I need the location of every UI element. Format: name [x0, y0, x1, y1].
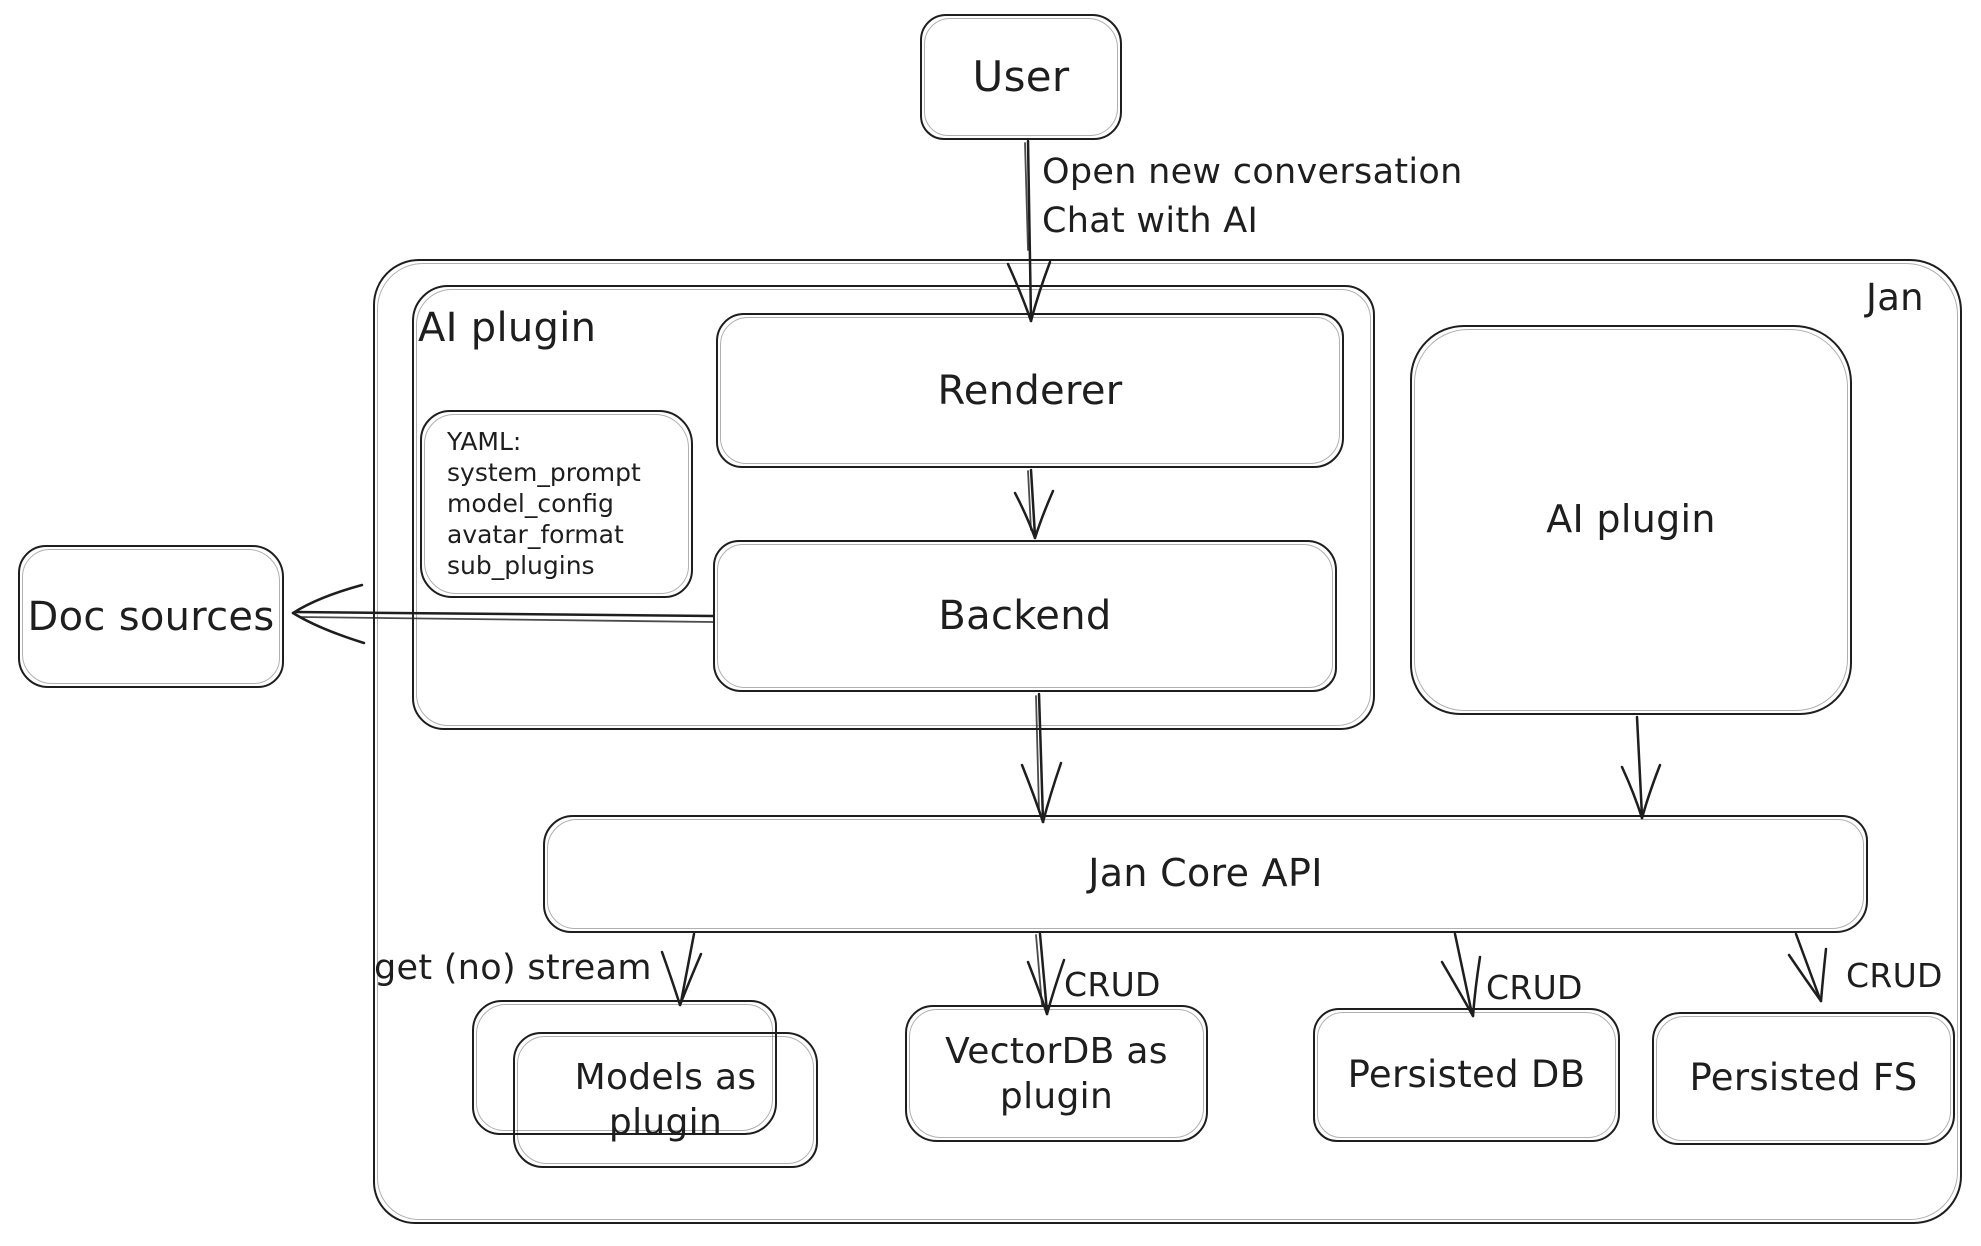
backend-label: Backend	[938, 593, 1112, 639]
edge-label-open-conversation-line2: Chat with AI	[1042, 201, 1259, 241]
node-user: User	[920, 14, 1122, 140]
node-ai-plugin-right: AI plugin	[1410, 325, 1852, 715]
node-renderer: Renderer	[716, 313, 1344, 468]
edge-label-open-conversation-line1: Open new conversation	[1042, 152, 1463, 192]
node-models-as-plugin: Models as plugin	[513, 1032, 818, 1168]
user-label: User	[972, 51, 1070, 101]
edge-label-open-conversation: Open new conversation Chat with AI	[1042, 148, 1463, 246]
node-persisted-db: Persisted DB	[1313, 1008, 1620, 1142]
yaml-line-avatar-format: avatar_format	[447, 520, 624, 549]
jan-container-box	[373, 259, 1962, 1224]
jan-container-label: Jan	[1866, 276, 1924, 319]
node-doc-sources: Doc sources	[18, 545, 284, 688]
node-vectordb-as-plugin: VectorDB as plugin	[905, 1005, 1208, 1142]
edge-label-crud-persisted-db: CRUD	[1486, 968, 1583, 1007]
persisted-db-label: Persisted DB	[1347, 1052, 1586, 1096]
edge-label-get-no-stream: get (no) stream	[374, 948, 652, 988]
node-backend: Backend	[713, 540, 1337, 692]
node-persisted-fs: Persisted FS	[1652, 1012, 1955, 1145]
node-models-as-plugin-back-box	[472, 1000, 777, 1135]
edge-label-crud-persisted-fs: CRUD	[1846, 956, 1943, 995]
node-yaml-note: YAML: system_prompt model_config avatar_…	[420, 410, 693, 598]
persisted-fs-label: Persisted FS	[1689, 1056, 1918, 1100]
edge-label-crud-vectordb: CRUD	[1064, 965, 1161, 1004]
renderer-label: Renderer	[937, 367, 1123, 414]
vectordb-as-plugin-label: VectorDB as plugin	[945, 1030, 1168, 1117]
yaml-line-title: YAML:	[447, 427, 522, 456]
node-jan-core-api: Jan Core API	[543, 815, 1868, 933]
yaml-line-model-config: model_config	[447, 489, 614, 518]
models-as-plugin-label: Models as plugin	[574, 1057, 757, 1143]
doc-sources-label: Doc sources	[27, 593, 275, 640]
ai-plugin-left-container-label: AI plugin	[418, 305, 597, 351]
yaml-line-sub-plugins: sub_plugins	[447, 551, 595, 580]
jan-core-api-label: Jan Core API	[1088, 851, 1323, 896]
yaml-line-system-prompt: system_prompt	[447, 458, 641, 487]
ai-plugin-left-container-box	[412, 285, 1375, 730]
ai-plugin-right-label: AI plugin	[1546, 497, 1716, 542]
